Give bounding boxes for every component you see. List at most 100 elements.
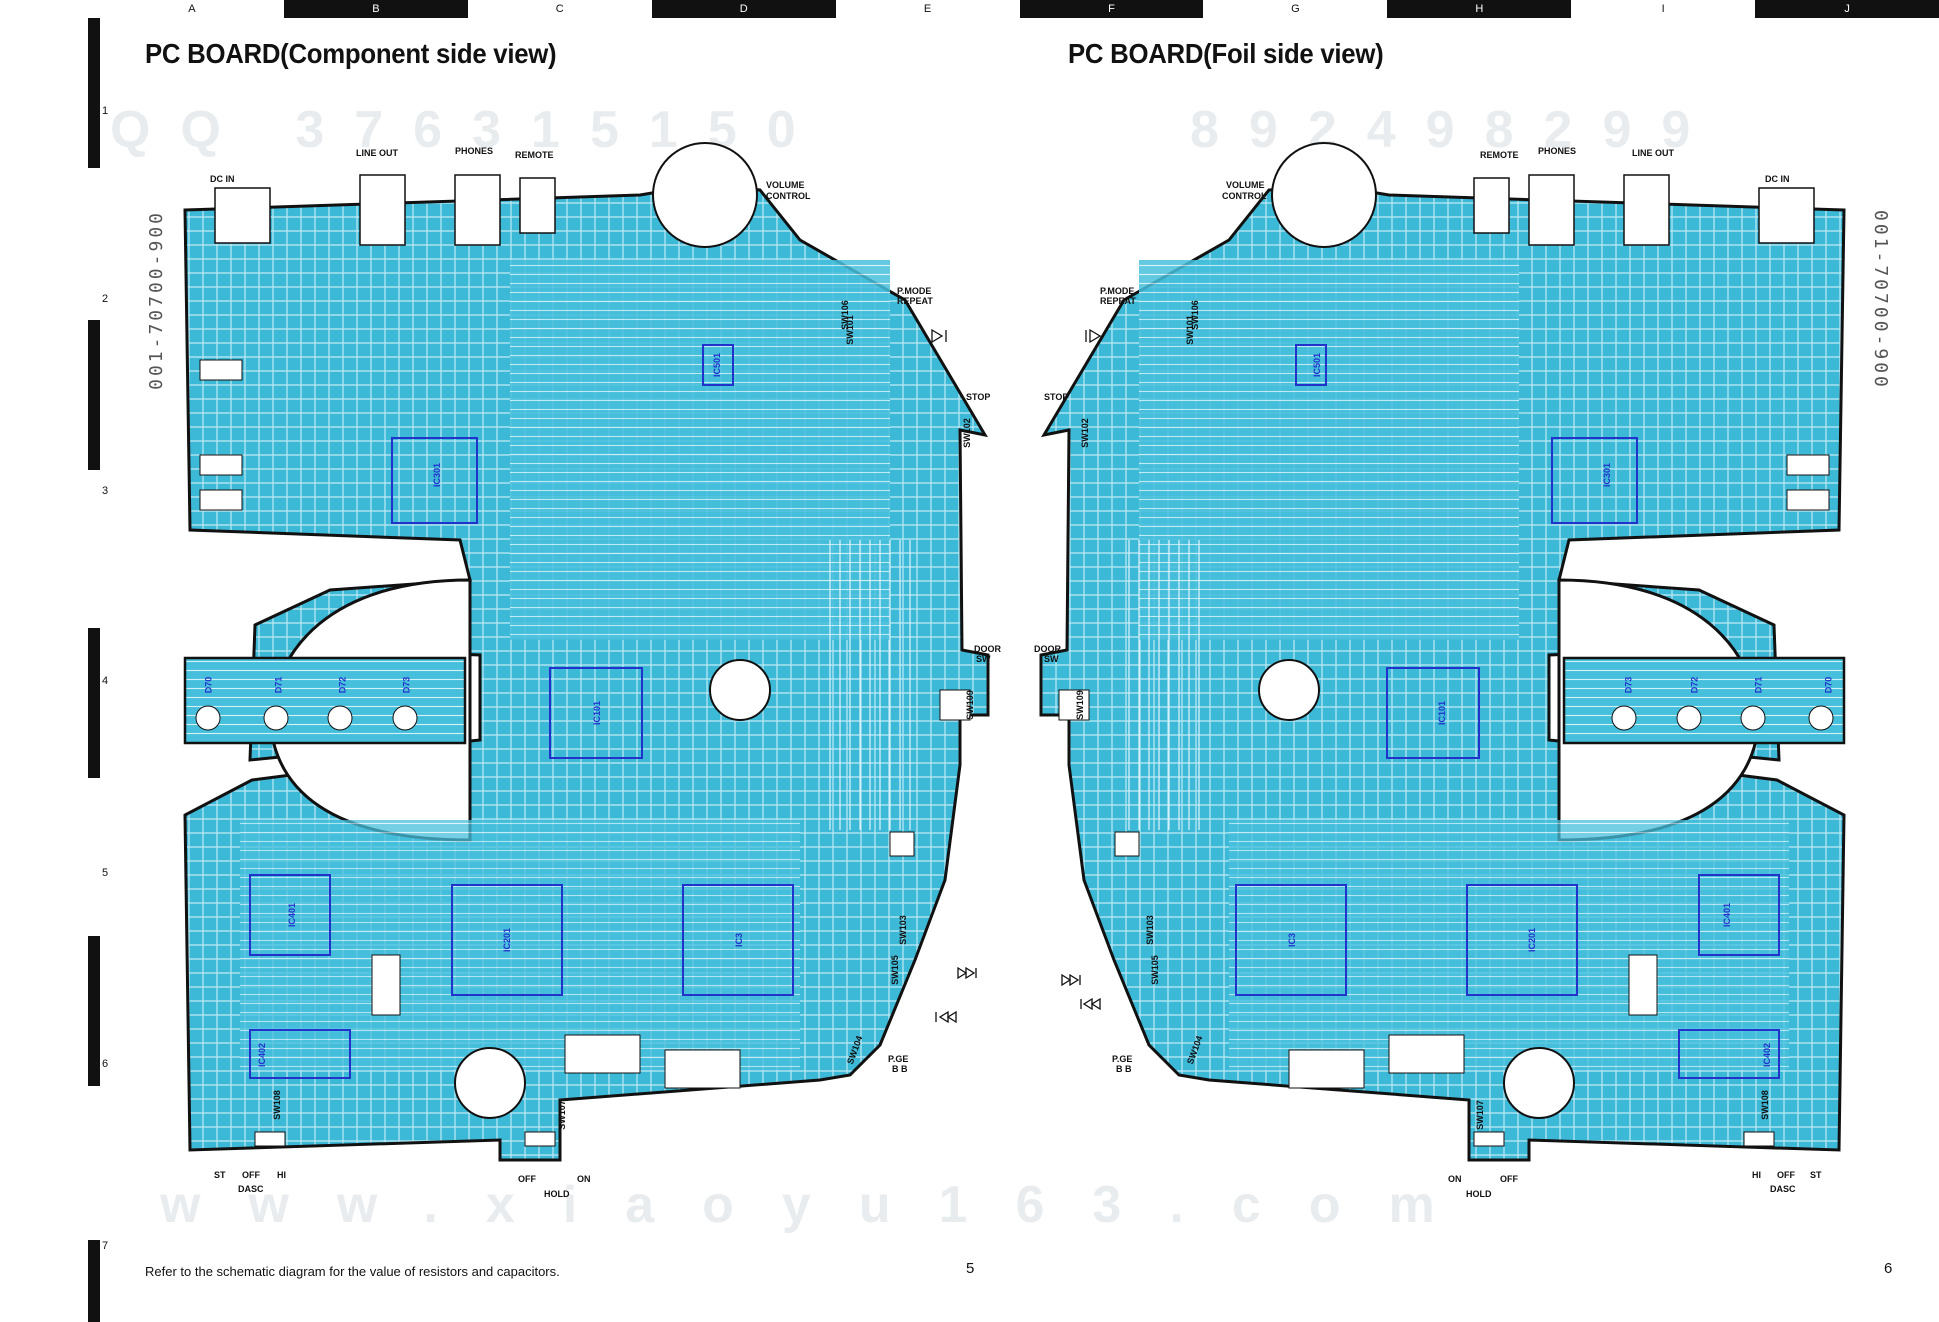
footnote: Refer to the schematic diagram for the v… [145,1264,560,1279]
label-dc-in: DC IN [210,174,235,184]
mount-hole [454,1047,526,1119]
label-d73: D73 [401,676,412,694]
label-d70-foil: D70 [1823,676,1834,694]
led-d71 [263,705,289,731]
row-label: 5 [102,867,109,879]
label-sw102: SW102 [961,418,972,448]
row-band [88,18,100,168]
row-label: 1 [102,105,109,117]
label-hold-foil: HOLD [1466,1189,1492,1199]
label-ic101-foil: IC101 [1437,700,1448,726]
label-pmode: P.MODE [897,286,932,296]
column-label: D [651,0,836,18]
column-label: E [835,0,1020,18]
label-sw105-foil: SW105 [1149,955,1160,985]
label-ic201: IC201 [502,927,513,953]
label-bb: B B [892,1064,908,1074]
label-hold-on: ON [577,1174,591,1184]
sw108 [254,1131,286,1147]
label-stop-foil: STOP [1044,392,1069,402]
label-repeat-foil: REPEAT [1100,296,1136,306]
column-label: F [1019,0,1204,18]
label-sw103: SW103 [897,915,908,945]
column-label: J [1755,0,1939,18]
label-ic101: IC101 [592,700,603,726]
row-label: 3 [102,485,109,497]
skip-back-icon [935,997,1101,1024]
label-sw108-foil: SW108 [1759,1090,1770,1120]
label-st: ST [214,1170,226,1180]
play-pause-icon [931,328,1102,344]
label-dc-in-foil: DC IN [1765,174,1790,184]
label-ic402-foil: IC402 [1762,1042,1773,1068]
title-foil-side: PC BOARD(Foil side view) [1068,38,1384,69]
label-ic3: IC3 [734,932,745,948]
label-ic301-foil: IC301 [1602,462,1613,488]
ic101-outline [549,667,643,759]
label-volume-foil: VOLUME [1226,180,1265,190]
label-ic501: IC501 [712,352,723,378]
label-sw105: SW105 [889,955,900,985]
board-component-side [183,142,990,1162]
label-sw107: SW107 [556,1100,567,1130]
label-control-foil: CONTROL [1222,191,1267,201]
label-sw106: SW106 [839,300,850,330]
label-ic401: IC401 [287,902,298,928]
component [199,454,243,476]
label-d71: D71 [273,676,284,694]
capacitor [664,1049,741,1089]
label-hold-off: OFF [518,1174,536,1184]
ic201-outline [451,884,563,996]
label-line-out: LINE OUT [356,148,398,158]
label-door: DOOR [974,644,1001,654]
dc-in-jack [214,187,271,244]
label-hold: HOLD [544,1189,570,1199]
label-pge: P.GE [888,1054,909,1064]
label-remote: REMOTE [515,150,554,160]
label-ic201-foil: IC201 [1527,927,1538,953]
label-pge-foil: P.GE [1112,1054,1133,1064]
label-repeat: REPEAT [897,296,933,306]
board-code-right: 001-70700-900 [1870,210,1891,390]
led-d72 [327,705,353,731]
label-bb-foil: B B [1116,1064,1132,1074]
label-sw109-foil: SW109 [1074,690,1085,720]
label-hold-off-foil: OFF [1500,1174,1518,1184]
ic3-outline [682,884,794,996]
label-door-sw-foil: SW [1044,654,1059,664]
label-ic501-foil: IC501 [1312,352,1323,378]
component [199,359,243,381]
label-sw108: SW108 [271,1090,282,1120]
sw109 [939,689,971,721]
label-sw107-foil: SW107 [1474,1100,1485,1130]
label-hi: HI [277,1170,286,1180]
label-remote-foil: REMOTE [1480,150,1519,160]
row-band [88,320,100,470]
led-d70 [195,705,221,731]
label-d73-foil: D73 [1623,676,1634,694]
ic402-outline [249,1029,351,1079]
label-hi-foil: HI [1752,1170,1761,1180]
label-sw102-foil: SW102 [1079,418,1090,448]
label-sw106-foil: SW106 [1189,300,1200,330]
row-label: 6 [102,1058,109,1070]
label-st-foil: ST [1810,1170,1822,1180]
watermark-url: www.xiaoyu163.com [160,1176,1483,1234]
row-band [88,1240,100,1322]
page-number-left: 5 [966,1260,975,1277]
ic401-outline [249,874,331,956]
board-foil-side [1039,142,1846,1162]
row-label: 4 [102,675,109,687]
label-sw109: SW109 [964,690,975,720]
trace-region [240,820,800,1070]
capacitor [564,1034,641,1074]
crystal [371,954,401,1016]
led-strip [183,656,467,745]
component [889,831,915,857]
label-pmode-foil: P.MODE [1100,286,1135,296]
column-label: A [100,0,284,18]
label-ic3-foil: IC3 [1287,932,1298,948]
label-ic401-foil: IC401 [1722,902,1733,928]
page-number-right: 6 [1884,1260,1893,1277]
